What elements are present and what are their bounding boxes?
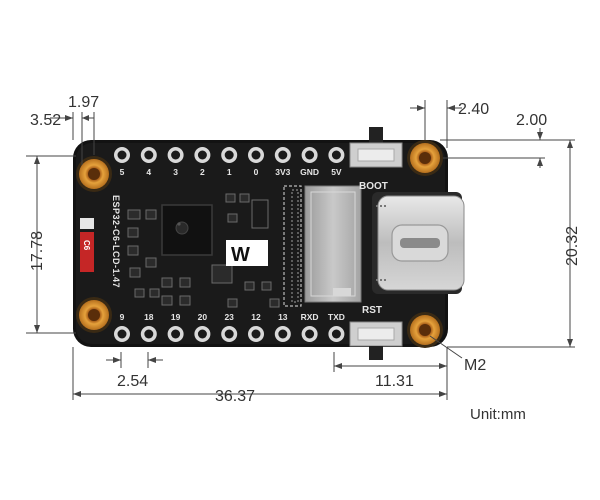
pin-pad xyxy=(221,326,238,342)
top-pin-label: 3 xyxy=(173,167,178,177)
component-pads xyxy=(127,193,280,308)
top-pin-label: 5V xyxy=(331,167,342,177)
esp-chip xyxy=(161,204,213,256)
bottom-pin-label: 19 xyxy=(171,312,181,322)
dim-hole-dia: 1.97 xyxy=(68,94,99,111)
usb-c-connector xyxy=(372,192,465,294)
bottom-pin-header xyxy=(114,326,345,342)
bottom-pin-label: TXD xyxy=(328,312,345,322)
pin-pad xyxy=(194,326,211,342)
pin-pad xyxy=(301,147,318,163)
bottom-pin-label: 23 xyxy=(224,312,234,322)
pin-pad xyxy=(248,326,264,342)
pin-pad xyxy=(328,326,345,342)
lcd-shield xyxy=(304,185,362,303)
pin-pad xyxy=(221,147,238,163)
top-pin-label: 0 xyxy=(254,167,259,177)
dim-board-length: 36.37 xyxy=(215,388,255,405)
dim-right-hole-edge: 2.00 xyxy=(516,112,547,129)
pin-pad xyxy=(114,326,130,342)
top-pin-labels: 5 4 3 2 1 0 3V3 GND 5V xyxy=(120,167,342,177)
mounting-hole-top-right xyxy=(407,140,443,176)
model-silkscreen: ESP32-C6-LCD-1.47 xyxy=(111,195,121,288)
bottom-pin-label: 13 xyxy=(278,312,288,322)
dim-hole-offset-x: 3.52 xyxy=(30,112,61,129)
dim-pin-pitch: 2.54 xyxy=(117,373,148,390)
fpc-connector xyxy=(283,185,302,307)
bottom-pin-label: 9 xyxy=(120,312,125,322)
pin-pad xyxy=(274,147,291,163)
pin-pad xyxy=(140,326,157,342)
dimension-lines: 3.52 1.97 17.78 20.32 2.40 2.00 xyxy=(26,94,581,423)
top-pin-label: 2 xyxy=(200,167,205,177)
bottom-pin-label: 12 xyxy=(251,312,261,322)
boot-button[interactable] xyxy=(349,127,403,168)
bottom-pin-labels: 9 18 19 20 23 12 13 RXD TXD xyxy=(120,312,345,322)
bottom-pin-label: RXD xyxy=(301,312,319,322)
rst-label: RST xyxy=(362,305,382,316)
pin-pad xyxy=(140,147,157,163)
mounting-hole-bottom-left xyxy=(76,297,112,333)
dim-board-height: 20.32 xyxy=(564,226,581,266)
top-pin-label: GND xyxy=(300,167,319,177)
pin-pad xyxy=(328,147,345,163)
bottom-pin-label: 20 xyxy=(198,312,208,322)
logo-text: W xyxy=(231,244,250,266)
dim-hole-spacing-y: 17.78 xyxy=(29,231,46,271)
waveshare-logo: W xyxy=(226,240,268,266)
top-pin-label: 3V3 xyxy=(275,167,290,177)
board: 5 4 3 2 1 0 3V3 GND 5V 9 18 19 20 23 12 13 RXD TXD ESP32… xyxy=(73,127,465,360)
unit-label: Unit:mm xyxy=(470,406,526,423)
reset-button[interactable] xyxy=(349,321,403,360)
pin-pad xyxy=(248,147,264,163)
pin-pad xyxy=(274,326,291,342)
mounting-hole-bottom-right xyxy=(407,312,443,348)
boot-label: BOOT xyxy=(359,181,388,192)
pin-pad xyxy=(167,326,184,342)
top-pin-header xyxy=(114,147,345,163)
dim-right-hole-offset: 2.40 xyxy=(458,101,489,118)
pin-pad xyxy=(114,147,130,163)
dim-rst-to-hole: 11.31 xyxy=(375,373,414,390)
pin-pad xyxy=(167,147,184,163)
top-pin-label: 1 xyxy=(227,167,232,177)
top-pin-label: 5 xyxy=(120,167,125,177)
pin-pad xyxy=(194,147,211,163)
mounting-hole-top-left xyxy=(76,156,112,192)
bottom-pin-label: 18 xyxy=(144,312,154,322)
top-pin-label: 4 xyxy=(146,167,151,177)
dim-mount-screw: M2 xyxy=(464,357,486,374)
status-led: C6 xyxy=(80,218,94,272)
pin-pad xyxy=(301,326,318,342)
chip-marking: C6 xyxy=(82,240,91,251)
